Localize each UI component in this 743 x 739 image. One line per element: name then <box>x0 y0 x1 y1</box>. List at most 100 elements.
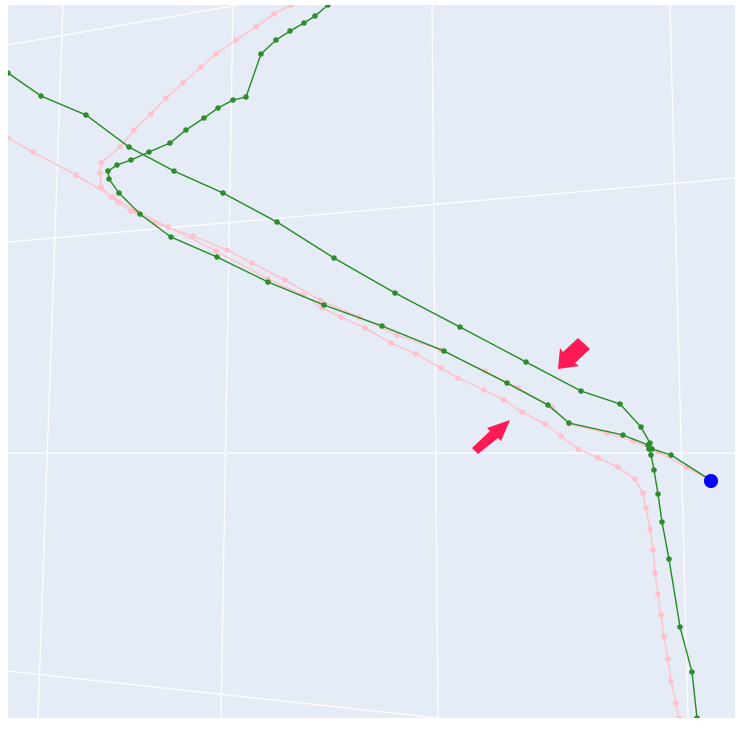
track-2[interactable] <box>98 5 294 166</box>
track-point[interactable] <box>632 476 638 482</box>
track-point[interactable] <box>224 247 230 253</box>
track-point[interactable] <box>73 172 79 178</box>
track-point[interactable] <box>163 95 169 101</box>
track-point[interactable] <box>30 149 36 155</box>
track-point[interactable] <box>455 375 461 381</box>
track-point[interactable] <box>651 467 657 473</box>
track-point[interactable] <box>566 420 572 426</box>
track-point[interactable] <box>301 20 307 26</box>
track-point[interactable] <box>646 446 652 452</box>
track-point[interactable] <box>249 260 255 266</box>
track-point[interactable] <box>98 160 104 166</box>
track-point[interactable] <box>362 325 368 331</box>
track-point[interactable] <box>190 233 196 239</box>
track-point[interactable] <box>215 105 221 111</box>
track-point[interactable] <box>519 409 525 415</box>
track-point[interactable] <box>38 93 44 99</box>
track-point[interactable] <box>114 162 120 168</box>
track-point[interactable] <box>661 634 667 640</box>
track-point[interactable] <box>321 302 327 308</box>
track-point[interactable] <box>128 157 134 163</box>
track-point[interactable] <box>668 452 674 458</box>
map-panel[interactable] <box>8 5 735 718</box>
track-point[interactable] <box>689 669 695 675</box>
track-point[interactable] <box>523 359 529 365</box>
track-point[interactable] <box>167 140 173 146</box>
track-point[interactable] <box>676 715 682 718</box>
track-point[interactable] <box>8 70 11 76</box>
track-line[interactable] <box>100 5 292 164</box>
track-point[interactable] <box>673 700 679 706</box>
track-point[interactable] <box>183 127 189 133</box>
track-point[interactable] <box>258 51 264 57</box>
track-point[interactable] <box>647 526 653 532</box>
track-point[interactable] <box>388 340 394 346</box>
track-point[interactable] <box>213 51 219 57</box>
track-point[interactable] <box>171 168 177 174</box>
track-point[interactable] <box>243 94 249 100</box>
track-point[interactable] <box>615 464 621 470</box>
map-canvas[interactable] <box>8 5 735 718</box>
track-point[interactable] <box>180 80 186 86</box>
track-point[interactable] <box>677 624 683 630</box>
track-point[interactable] <box>545 402 551 408</box>
track-point[interactable] <box>655 491 661 497</box>
track-point[interactable] <box>98 184 104 190</box>
track-point[interactable] <box>317 297 323 303</box>
track-point[interactable] <box>213 248 219 254</box>
track-point[interactable] <box>650 547 656 553</box>
track-point[interactable] <box>8 135 11 141</box>
track-point[interactable] <box>558 433 564 439</box>
track-point[interactable] <box>620 432 626 438</box>
track-3[interactable] <box>8 70 715 484</box>
track-point[interactable] <box>643 505 649 511</box>
track-point[interactable] <box>413 351 419 357</box>
track-point[interactable] <box>282 277 288 283</box>
track-point[interactable] <box>501 397 507 403</box>
track-point[interactable] <box>108 194 114 200</box>
track-point[interactable] <box>201 115 207 121</box>
track-point[interactable] <box>233 37 239 43</box>
track-point[interactable] <box>481 387 487 393</box>
track-point[interactable] <box>648 452 654 458</box>
track-point[interactable] <box>504 380 510 386</box>
track-point[interactable] <box>274 219 280 225</box>
track-point[interactable] <box>148 111 154 117</box>
track-point[interactable] <box>198 64 204 70</box>
track-point[interactable] <box>287 28 293 34</box>
track-point[interactable] <box>658 612 664 618</box>
track-point[interactable] <box>392 290 398 296</box>
track-point[interactable] <box>438 365 444 371</box>
track-point[interactable] <box>83 112 89 118</box>
track-point[interactable] <box>394 332 400 338</box>
track-point[interactable] <box>126 144 132 150</box>
track-point[interactable] <box>640 490 646 496</box>
track-point[interactable] <box>220 190 226 196</box>
track-point[interactable] <box>115 199 121 205</box>
track-point[interactable] <box>331 255 337 261</box>
track-point[interactable] <box>168 234 174 240</box>
track-point[interactable] <box>271 11 277 17</box>
track-point[interactable] <box>97 170 103 176</box>
track-point[interactable] <box>638 424 644 430</box>
track-point[interactable] <box>575 446 581 452</box>
track-point[interactable] <box>694 715 700 718</box>
track-point[interactable] <box>214 254 220 260</box>
track-point[interactable] <box>617 401 623 407</box>
track-point[interactable] <box>666 556 672 562</box>
track-4[interactable] <box>105 5 700 718</box>
track-point[interactable] <box>668 678 674 684</box>
track-point[interactable] <box>265 279 271 285</box>
track-point[interactable] <box>325 5 331 8</box>
track-point[interactable] <box>665 656 671 662</box>
track-point[interactable] <box>146 149 152 155</box>
track-point[interactable] <box>312 13 318 19</box>
track-point[interactable] <box>288 5 294 8</box>
track-point[interactable] <box>137 211 143 217</box>
track-point[interactable] <box>117 144 123 150</box>
track-0[interactable] <box>8 135 682 718</box>
track-point[interactable] <box>578 388 584 394</box>
track-point[interactable] <box>230 97 236 103</box>
track-point[interactable] <box>441 348 447 354</box>
track-point[interactable] <box>655 591 661 597</box>
